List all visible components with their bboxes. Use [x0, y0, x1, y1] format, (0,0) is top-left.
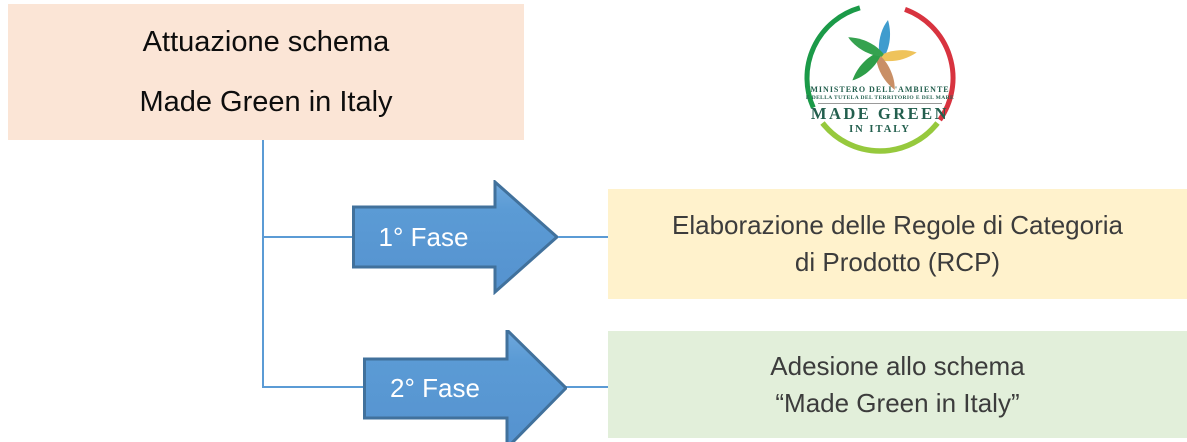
logo-emblem-icon — [804, 5, 956, 154]
logo-brand-text: MADE GREEN — [810, 104, 950, 123]
title-line-1: Attuazione schema — [142, 25, 390, 58]
made-green-in-italy-logo: MINISTERO DELL'AMBIENTE E DELLA TUTELA D… — [798, 2, 962, 154]
logo-divider-line — [818, 103, 942, 104]
title-line-2: Made Green in Italy — [139, 85, 393, 118]
block-arrow-shape — [363, 330, 567, 442]
phase1-line-2: di Prodotto (RCP) — [794, 247, 1001, 277]
phase1-arrow-label: 1° Fase — [378, 221, 469, 252]
logo-ministry-line-2: E DELLA TUTELA DEL TERRITORIO E DEL MARE — [805, 95, 955, 101]
phase2-line-2: “Made Green in Italy” — [775, 387, 1020, 418]
phase1-line-1: Elaborazione delle Regole di Categoria — [672, 210, 1123, 240]
star-petal-tan — [875, 54, 895, 90]
arc-red-icon — [904, 7, 956, 122]
phase2-arrow-label: 2° Fase — [390, 373, 480, 403]
star-petal-yellow — [878, 50, 917, 62]
logo-brand-subtext: IN ITALY — [849, 124, 911, 135]
arc-green-icon — [804, 5, 861, 109]
phase1-box: Elaborazione delle Regole di Categoria d… — [608, 189, 1187, 299]
star-pinwheel-icon — [848, 20, 917, 90]
arc-light-green-icon — [820, 121, 940, 154]
connector-vertical-line — [262, 140, 264, 388]
star-petal-blue — [878, 20, 891, 59]
phase2-line-1: Adesione allo schema — [770, 350, 1025, 381]
title-box: Attuazione schema Made Green in Italy — [8, 4, 524, 140]
logo-ministry-line-1: MINISTERO DELL'AMBIENTE — [810, 85, 950, 94]
phase2-arrow: 2° Fase — [363, 330, 567, 442]
block-arrow-shape — [352, 180, 558, 295]
right-arrow-icon — [352, 180, 558, 295]
star-petal-green-2 — [848, 37, 884, 57]
phase2-box: Adesione allo schema “Made Green in Ital… — [608, 331, 1187, 438]
right-arrow-icon — [363, 330, 567, 442]
phase1-arrow: 1° Fase — [352, 180, 558, 295]
star-petal-green-1 — [852, 51, 882, 81]
